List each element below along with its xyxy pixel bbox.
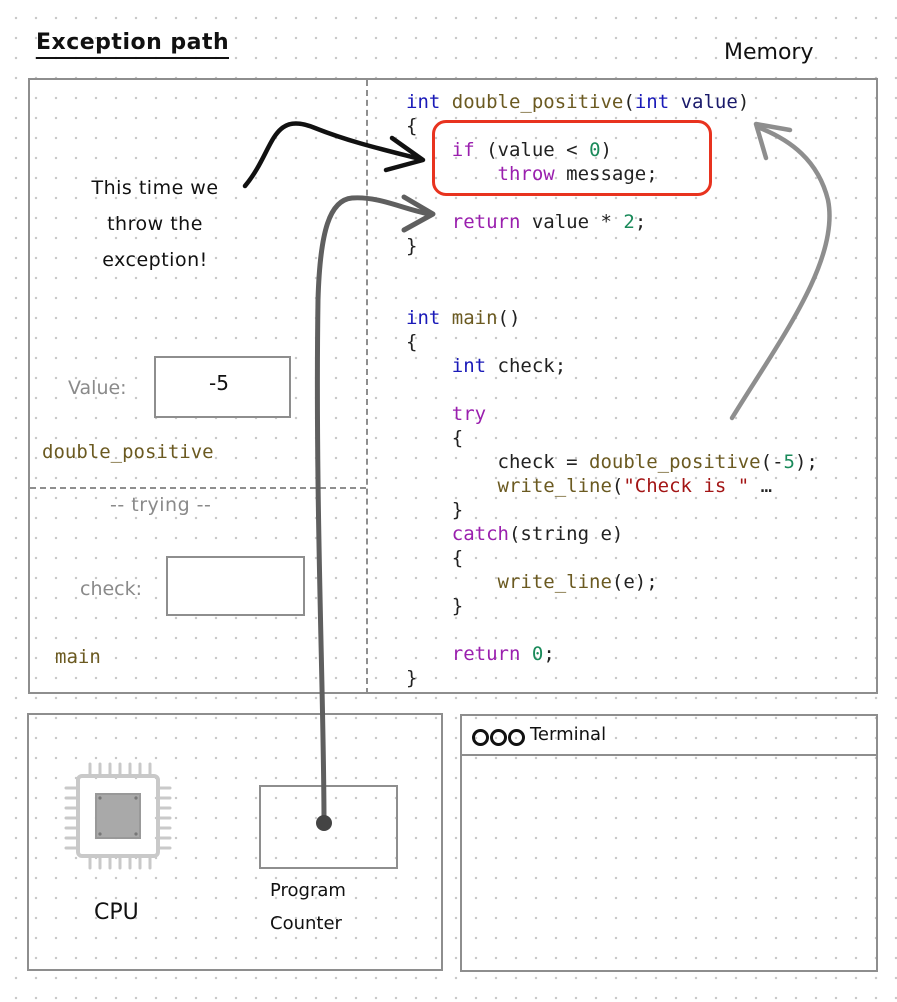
code-line-20: } [451,595,464,617]
note-line: This time we [91,177,219,199]
program-counter-box [259,785,398,869]
terminal-title: Terminal [530,724,607,745]
call-arrowhead [753,121,793,161]
memory-panel [28,78,878,694]
code-line-1: int double_positive(int value) [406,91,750,113]
note-arrow [242,121,423,189]
code-line-4: throw message; [497,163,658,185]
code-line-6: } [406,235,418,257]
pc-label-line: Counter [270,913,342,934]
page-title: Exception path [36,30,230,59]
cpu-chip-icon [64,762,172,870]
code-line-3: if (value < 0) [451,139,612,161]
memory-label: Memory [724,40,814,65]
terminal-title-bar [460,714,878,756]
cpu-label: CPU [94,900,139,925]
value-field-label: Value: [68,377,127,399]
code-line-18: { [451,547,464,569]
cpu-panel [27,713,443,971]
check-field-label: check: [80,578,143,600]
code-line-5: return value * 2; [451,211,647,233]
terminal-panel [460,714,878,972]
code-line-10: int check; [451,355,567,377]
annotation-note: This time we throw the exception! [60,170,250,278]
code-line-9: { [406,331,418,353]
pc-label-line: Program [270,880,346,901]
stack-frame-divider [30,487,366,489]
window-dot-icon[interactable] [472,729,489,746]
code-listing: int double_positive(int value){ if (valu… [406,90,818,690]
program-counter-label: Program Counter [270,874,346,940]
value-box [154,356,291,418]
window-dots-icon [472,727,526,746]
note-line: throw the [107,213,203,235]
code-line-16: } [451,499,464,521]
window-dot-icon[interactable] [490,729,507,746]
stack-code-divider [366,80,368,694]
note-line: exception! [102,249,208,271]
window-dot-icon[interactable] [508,729,525,746]
program-counter-arrow [314,195,433,825]
trying-label: -- trying -- [110,494,212,516]
frame-name-main: main [55,646,101,668]
program-counter-dot [316,815,332,831]
code-line-22: return 0; [451,643,555,665]
value-field-value: -5 [209,371,229,395]
code-line-14: check = double_positive(-5); [497,451,818,473]
note-arrowhead [383,135,426,173]
code-line-19: write_line(e); [497,571,658,593]
code-line-8: int main() [406,307,521,329]
code-line-23: } [406,667,418,689]
check-box [166,556,305,616]
program-counter-arrowhead [401,194,436,233]
code-line-13: { [451,427,464,449]
code-line-15: write_line("Check is " … [497,475,773,497]
call-arrow [729,125,832,421]
frame-name-double-positive: double_positive [42,441,214,463]
code-line-12: try [451,403,487,425]
code-line-2: { [406,115,418,137]
highlight-box [432,120,712,196]
code-line-17: catch(string e) [451,523,624,545]
